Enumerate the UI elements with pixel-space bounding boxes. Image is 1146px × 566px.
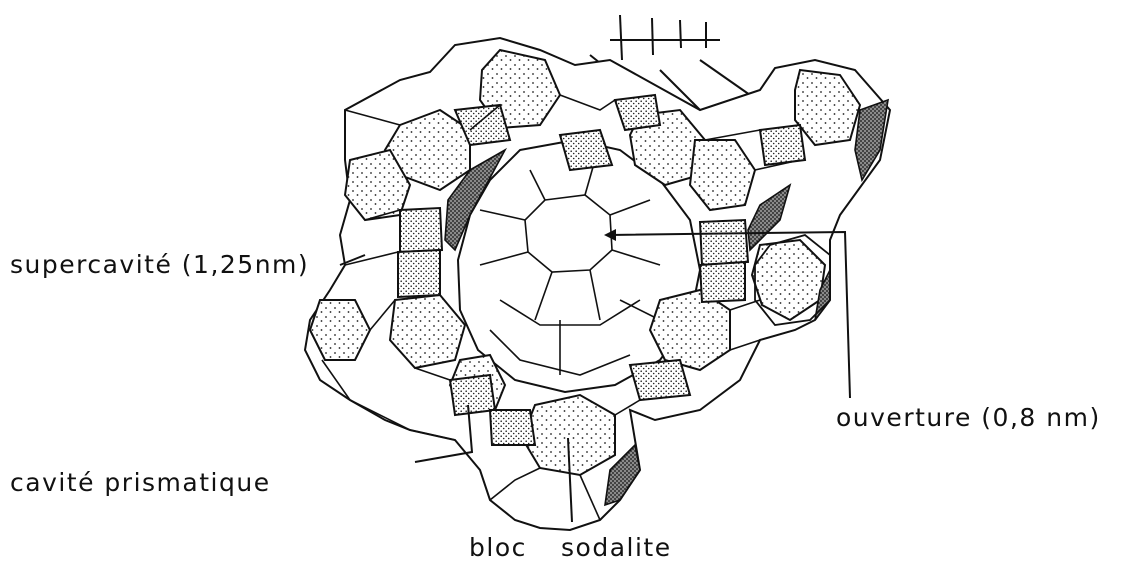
supercavity-label: supercavité (1,25nm) xyxy=(10,252,309,277)
prism-face xyxy=(450,375,495,415)
prismatic-cavity-label: cavité prismatique xyxy=(10,470,271,495)
prism-face xyxy=(400,208,442,252)
prism-face xyxy=(760,125,805,165)
sodalite-label: sodalite xyxy=(561,535,672,560)
prism-face xyxy=(490,410,535,445)
prism-face xyxy=(398,250,440,297)
aperture-label: ouverture (0,8 nm) xyxy=(836,405,1101,430)
prism-face xyxy=(630,360,690,400)
prism-face xyxy=(700,262,745,302)
prism-face xyxy=(700,220,748,265)
block-label: bloc xyxy=(469,535,527,560)
